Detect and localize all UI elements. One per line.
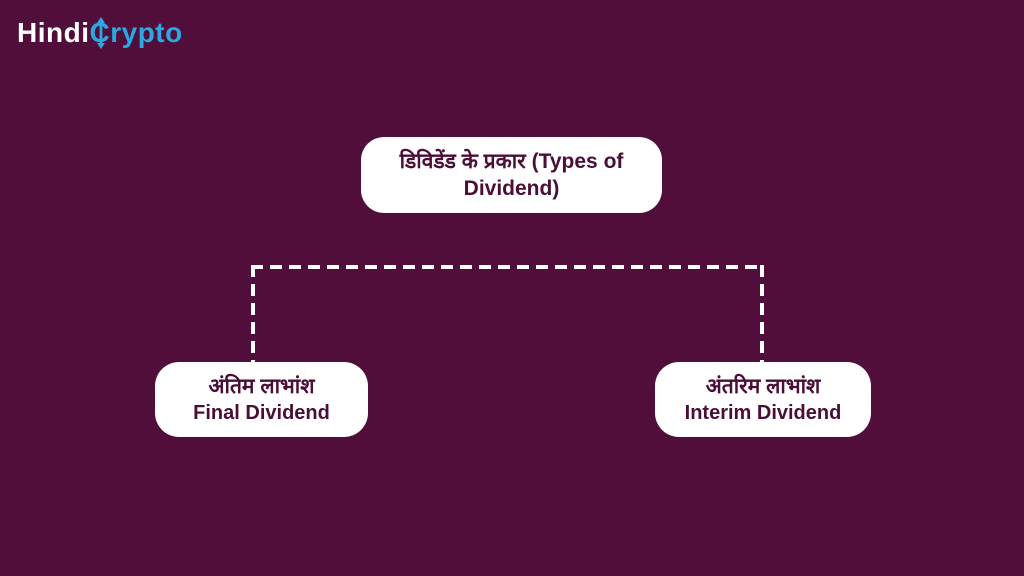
interim-dividend-english-label: Interim Dividend (684, 402, 842, 424)
node-interim-dividend: अंतरिम लाभांश Interim Dividend (655, 362, 871, 437)
connector-horizontal (251, 265, 764, 269)
brand-logo: HindiC rypto (17, 16, 183, 50)
logo-c-letter: C (89, 17, 111, 48)
root-node-title-line1: डिविडेंड के प्रकार (Types of (399, 150, 624, 173)
root-node-title-line2: Dividend) (463, 177, 560, 200)
final-dividend-hindi-label: अंतिम लाभांश (208, 375, 315, 398)
node-final-dividend: अंतिम लाभांश Final Dividend (155, 362, 368, 437)
connector-vertical-right (760, 265, 764, 364)
logo-text-hindi: Hindi (17, 17, 90, 48)
connector-vertical-left (251, 265, 255, 364)
interim-dividend-hindi-label: अंतरिम लाभांश (705, 375, 821, 398)
logo-crypto-c: C (90, 16, 111, 50)
final-dividend-english-label: Final Dividend (193, 402, 330, 424)
logo-text-crypto: rypto (110, 17, 183, 48)
node-types-of-dividend: डिविडेंड के प्रकार (Types of Dividend) (361, 137, 662, 213)
